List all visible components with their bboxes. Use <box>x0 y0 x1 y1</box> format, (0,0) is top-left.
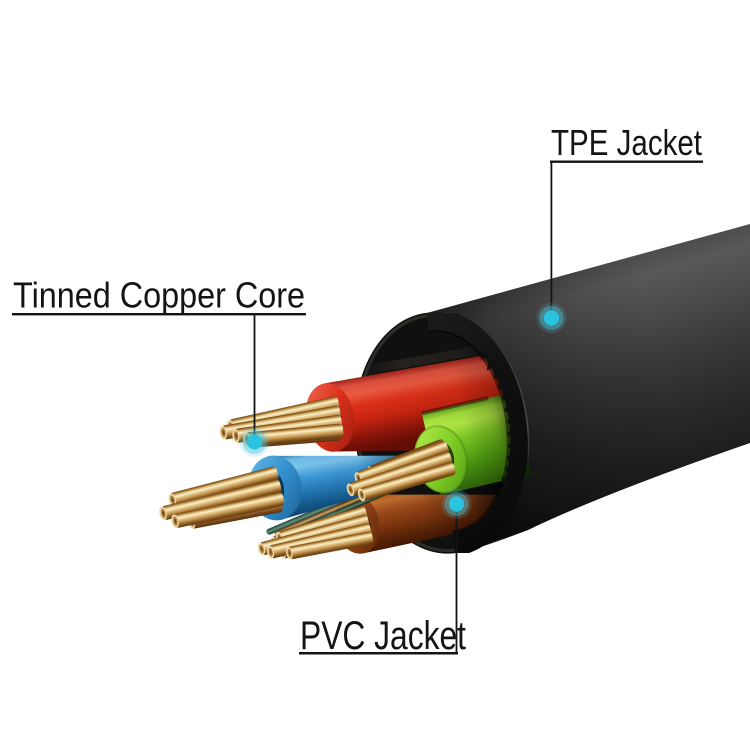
svg-text:TPE Jacket: TPE Jacket <box>551 122 702 163</box>
svg-text:Tinned Copper Core: Tinned Copper Core <box>13 275 305 316</box>
svg-text:PVC Jacket: PVC Jacket <box>300 614 466 658</box>
